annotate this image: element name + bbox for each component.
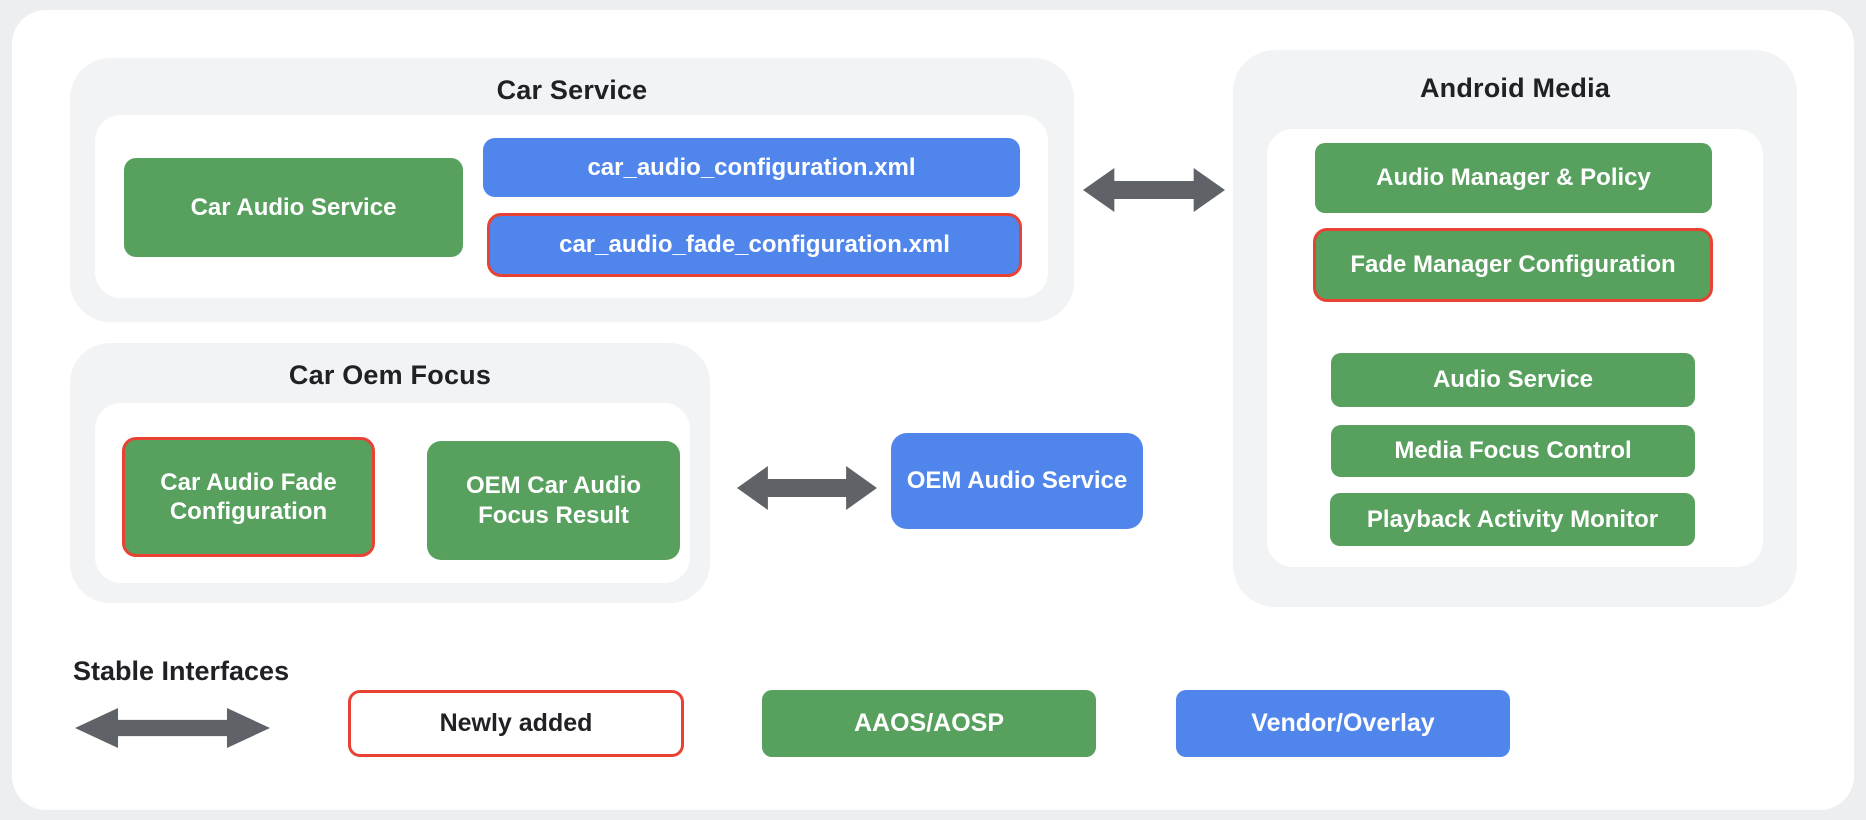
legend-vendor-overlay: Vendor/Overlay: [1176, 690, 1510, 757]
box-oem-car-audio-focus-result: OEM Car Audio Focus Result: [427, 441, 680, 560]
box-car-audio-fade-configuration: Car Audio Fade Configuration: [122, 437, 375, 557]
android-media-title: Android Media: [1419, 73, 1611, 103]
car-oem-focus-inner-panel: Car Audio Fade Configuration OEM Car Aud…: [95, 403, 690, 583]
double-arrow-icon: [737, 466, 877, 510]
box-audio-service: Audio Service: [1331, 353, 1695, 407]
box-oem-audio-service: OEM Audio Service: [891, 433, 1143, 529]
section-car-oem-focus: Car Oem Focus Car Audio Fade Configurati…: [70, 343, 710, 603]
box-fade-manager-configuration: Fade Manager Configuration: [1313, 228, 1713, 302]
android-media-inner-panel: Audio Manager & Policy Fade Manager Conf…: [1267, 129, 1763, 567]
legend-aaos-aosp: AAOS/AOSP: [762, 690, 1096, 757]
box-playback-activity-monitor: Playback Activity Monitor: [1330, 493, 1695, 546]
box-media-focus-control: Media Focus Control: [1331, 425, 1695, 477]
section-android-media: Android Media Audio Manager & Policy Fad…: [1233, 50, 1797, 607]
box-audio-manager-policy: Audio Manager & Policy: [1315, 143, 1712, 213]
section-car-service: Car Service Car Audio Service car_audio_…: [70, 58, 1074, 322]
car-service-inner-panel: Car Audio Service car_audio_configuratio…: [95, 115, 1048, 298]
box-car-audio-service: Car Audio Service: [124, 158, 463, 257]
box-car-audio-fade-configuration-xml: car_audio_fade_configuration.xml: [487, 213, 1022, 277]
car-oem-focus-title: Car Oem Focus: [288, 360, 492, 390]
double-arrow-icon: [1083, 168, 1225, 212]
legend-newly-added: Newly added: [348, 690, 684, 757]
stable-interfaces-double-arrow-icon: [75, 708, 270, 748]
stable-interfaces-label: Stable Interfaces: [73, 656, 290, 686]
box-car-audio-configuration-xml: car_audio_configuration.xml: [483, 138, 1020, 197]
car-service-title: Car Service: [496, 75, 648, 105]
